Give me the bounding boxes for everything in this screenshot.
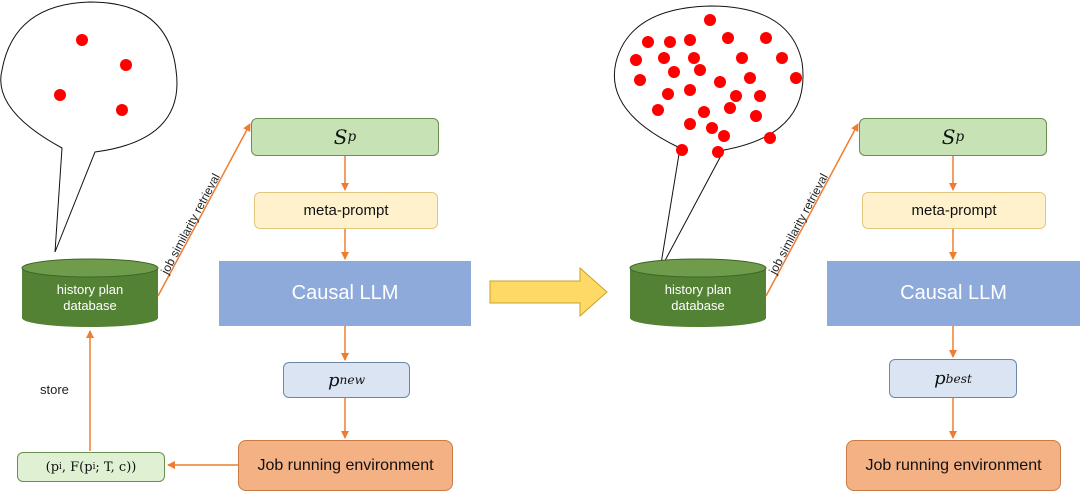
left-tuple-rest: , F(p — [61, 459, 93, 475]
data-point — [664, 36, 676, 48]
left-bubble-points — [54, 34, 132, 116]
left-retrieval-arrow — [157, 123, 251, 297]
right-bubble — [613, 5, 804, 271]
data-point — [676, 144, 688, 156]
left-store-label: store — [40, 382, 69, 397]
right-sp-subscript: p — [955, 129, 965, 145]
data-point — [684, 84, 696, 96]
data-point — [760, 32, 772, 44]
left-job-env-label: Job running environment — [257, 456, 434, 474]
left-bubble — [0, 1, 178, 253]
data-point — [712, 146, 724, 158]
data-point — [684, 34, 696, 46]
transition-arrow — [489, 266, 608, 318]
left-tuple-end: ; T, c)) — [95, 459, 137, 475]
data-point — [724, 102, 736, 114]
left-database-cylinder — [21, 258, 159, 327]
right-job-env-label: Job running environment — [865, 456, 1042, 474]
data-point — [684, 118, 696, 130]
left-job-env-box: Job running environment — [238, 440, 453, 491]
data-point — [116, 104, 128, 116]
data-point — [630, 54, 642, 66]
left-causal-llm-box: Causal LLM — [219, 261, 471, 326]
left-tuple-sub2: i — [92, 462, 96, 472]
left-sp-subscript: p — [347, 129, 357, 145]
right-bubble-points — [630, 14, 802, 158]
data-point — [694, 64, 706, 76]
left-causal-llm-label: Causal LLM — [291, 282, 399, 304]
data-point — [754, 90, 766, 102]
data-point — [744, 72, 756, 84]
right-plan-subscript: best — [945, 371, 972, 386]
left-tuple-text: (p — [45, 459, 60, 475]
left-tuple-sub: i — [59, 462, 62, 472]
left-database-label: history plan database — [22, 282, 158, 314]
data-point — [658, 52, 670, 64]
left-plan-label: p — [327, 369, 340, 391]
data-point — [718, 130, 730, 142]
data-point — [764, 132, 776, 144]
right-plan-label: p — [934, 368, 946, 389]
left-meta-prompt-label: meta-prompt — [303, 202, 389, 219]
right-database-cylinder — [629, 258, 767, 327]
data-point — [668, 66, 680, 78]
data-point — [790, 72, 802, 84]
data-point — [698, 106, 710, 118]
data-point — [750, 110, 762, 122]
data-point — [736, 52, 748, 64]
left-plan-subscript: new — [339, 373, 366, 387]
right-job-env-box: Job running environment — [846, 440, 1061, 491]
data-point — [704, 14, 716, 26]
data-point — [642, 36, 654, 48]
right-retrieval-arrow — [765, 123, 859, 297]
right-causal-llm-label: Causal LLM — [900, 282, 1007, 304]
right-database-line2: database — [671, 298, 725, 313]
right-causal-llm-box: Causal LLM — [827, 261, 1080, 326]
right-database-line1: history plan — [664, 282, 732, 297]
data-point — [54, 89, 66, 101]
data-point — [730, 90, 742, 102]
right-sp-label: S — [941, 125, 956, 149]
data-point — [652, 104, 664, 116]
right-database-label: history plan database — [630, 282, 766, 314]
data-point — [76, 34, 88, 46]
data-point — [634, 74, 646, 86]
right-meta-prompt-box: meta-prompt — [862, 192, 1046, 229]
data-point — [776, 52, 788, 64]
data-point — [722, 32, 734, 44]
data-point — [120, 59, 132, 71]
data-point — [706, 122, 718, 134]
data-point — [688, 52, 700, 64]
left-database-line2: database — [63, 298, 117, 313]
right-meta-prompt-label: meta-prompt — [911, 202, 997, 219]
data-point — [662, 88, 674, 100]
left-database-line1: history plan — [56, 282, 124, 297]
left-sp-label: S — [333, 125, 348, 149]
left-meta-prompt-box: meta-prompt — [254, 192, 438, 229]
data-point — [714, 76, 726, 88]
